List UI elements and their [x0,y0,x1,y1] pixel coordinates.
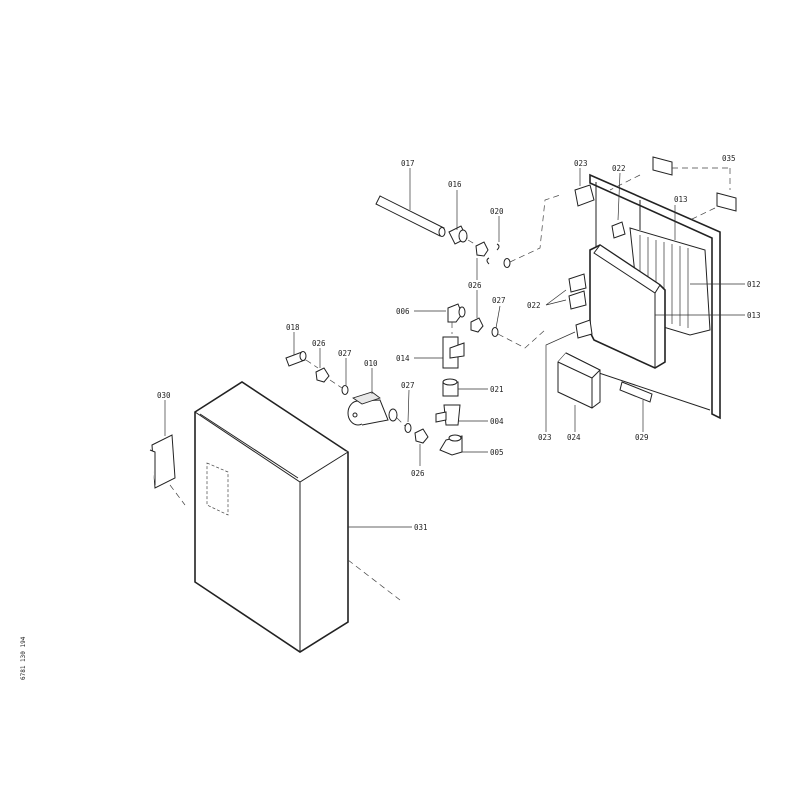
label-023: 023 [574,159,588,168]
casing-031 [194,381,412,653]
label-035: 035 [722,154,736,163]
label-014: 014 [396,354,410,363]
fitting-021 [442,378,488,397]
label-013: 013 [674,195,688,204]
label-018: 018 [286,323,300,332]
connection-line-mid [497,329,546,349]
label-029: 029 [635,433,649,442]
label-005: 005 [490,448,504,457]
clip-020 [486,216,500,265]
bracket-030 [149,400,186,506]
label-026: 026 [411,469,425,478]
pipe-017 [375,168,446,237]
document-number: 6781 130 194 [20,636,27,680]
nut-026-left [315,367,330,383]
label-021: 021 [490,385,504,394]
label-017: 017 [401,159,415,168]
label-004: 004 [490,417,504,426]
nut-026-lower [414,428,429,444]
ring-027-lower [404,423,412,433]
bracket-035 [609,156,737,221]
label-027: 027 [492,296,506,305]
nut-026-upper [475,241,489,280]
label-022: 022 [527,301,541,310]
connection-line-upper [509,194,561,263]
ring-027-upper [503,258,511,268]
tee-004 [435,404,488,426]
label-010: 010 [364,359,378,368]
module-024 [557,352,601,432]
label-031: 031 [414,523,428,532]
control-box-013 [589,205,745,369]
label-027: 027 [338,349,352,358]
label-012: 012 [747,280,761,289]
pump-010 [347,368,406,427]
label-027: 027 [401,381,415,390]
label-016: 016 [448,180,462,189]
elbow-006 [414,303,466,334]
ring-027-left [341,385,349,395]
ring-027-mid [491,327,499,337]
fitting-016 [448,190,479,247]
label-030: 030 [157,391,171,400]
label-026: 026 [312,339,326,348]
label-022: 022 [612,164,626,173]
valve-014 [414,336,465,369]
label-006: 006 [396,307,410,316]
label-020: 020 [490,207,504,216]
nut-026-mid [470,317,484,333]
label-023: 023 [538,433,552,442]
label-024: 024 [567,433,581,442]
label-013: 013 [747,311,761,320]
terminal-strip-029 [619,381,653,432]
label-026: 026 [468,281,482,290]
pipe-018 [285,332,319,369]
connectors-022-023 [545,168,626,432]
elbow-005 [439,434,488,456]
